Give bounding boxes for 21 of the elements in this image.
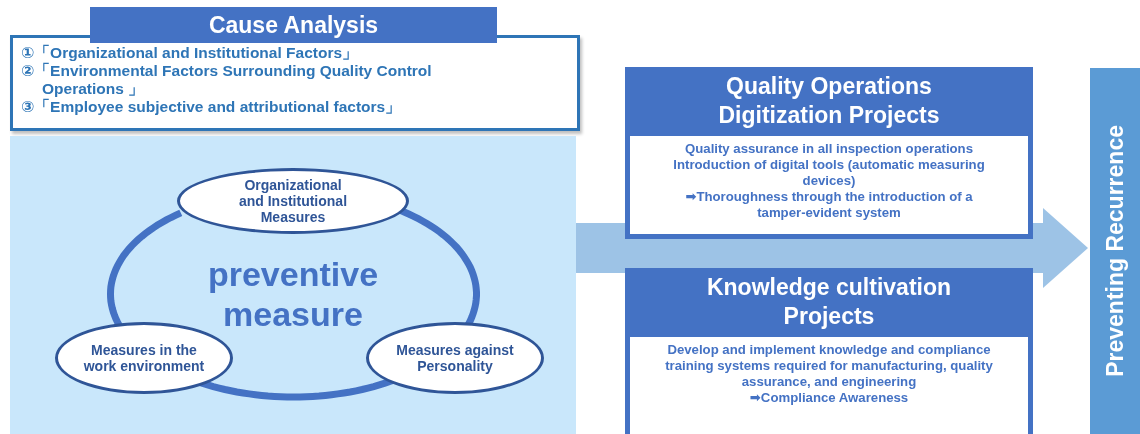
project-title: Quality Operations Digitization Projects [717, 72, 941, 130]
center-title: preventive measure [183, 249, 403, 339]
ellipse-label: Measures against Personality [395, 342, 515, 374]
flow-arrow [576, 208, 1088, 288]
list-item: ②「Environmental Factors Surrounding Quality Control Operations 」 [21, 62, 433, 98]
ellipse-label: Measures in the work environment [82, 342, 206, 374]
list-item: ③「Employee subjective and attributional factors」 [21, 98, 403, 116]
result-text: Preventing Recurrence [1101, 125, 1129, 377]
project-text: ➡Compliance Awareness [749, 390, 909, 406]
ellipse-label: Organizational and Institutional Measures [237, 177, 349, 225]
project-text: Introduction of digital tools (automatic measuring devices) [672, 157, 986, 189]
project-text: Quality assurance in all inspection operations [685, 141, 973, 157]
project-box [625, 67, 1033, 239]
heading-banner: Cause Analysis [90, 7, 497, 43]
project-text: Develop and implement knowledge and compliance training systems required for manufacturing, quality assurance, and engineering [664, 342, 994, 390]
project-box [625, 268, 1033, 434]
project-title: Knowledge cultivation Projects [705, 273, 953, 331]
panel-background [10, 136, 576, 434]
project-text: ➡Thoroughness through the introduction of a tamper-evident system [684, 189, 974, 221]
list-item: ①「Organizational and Institutional Factors」 [21, 44, 360, 62]
result-bar [1090, 68, 1140, 434]
